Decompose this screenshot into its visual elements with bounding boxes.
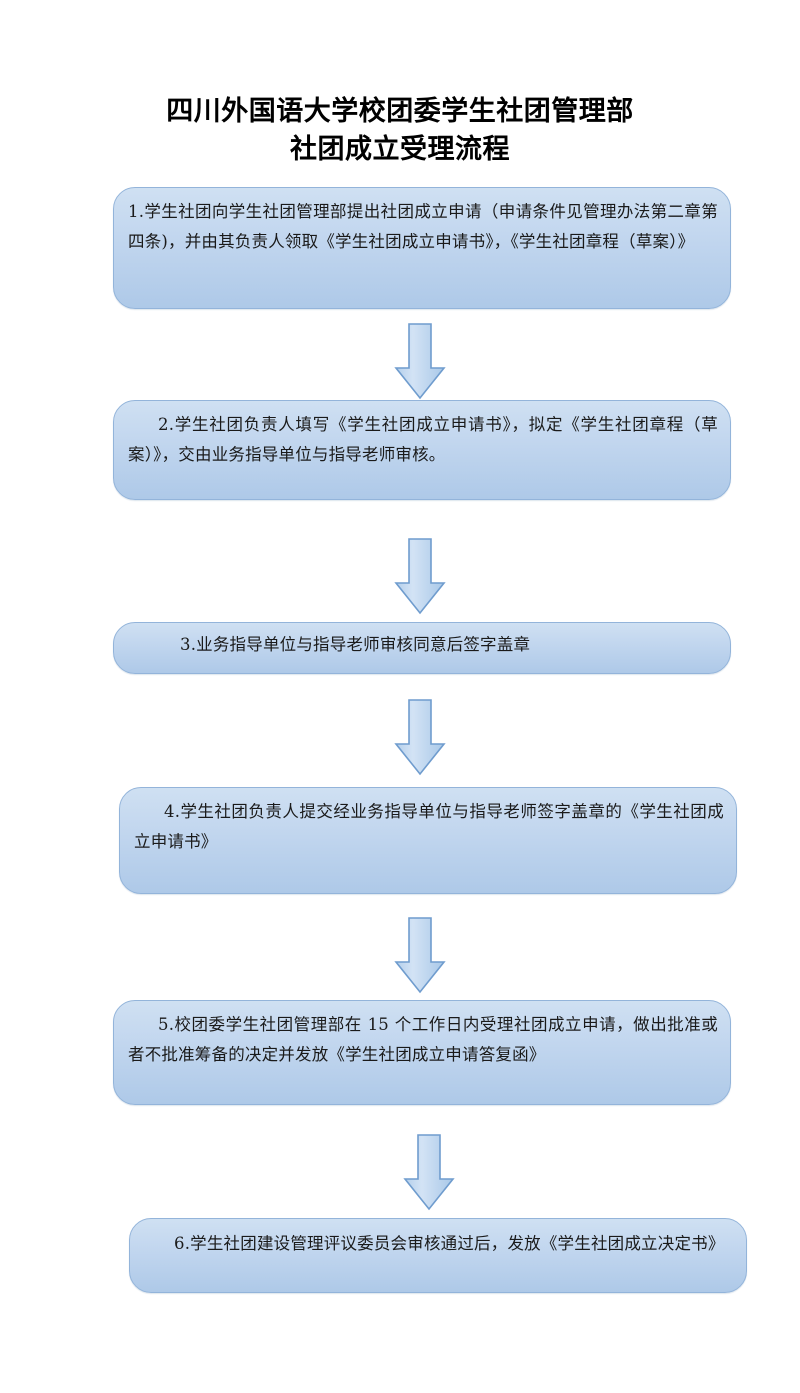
- page-title-line-1: 四川外国语大学校团委学生社团管理部: [166, 96, 634, 127]
- flow-step-2-text: 2.学生社团负责人填写《学生社团成立申请书》，拟定《学生社团章程（草案）》，交由…: [128, 415, 718, 464]
- flow-step-5-text: 5.校团委学生社团管理部在 15 个工作日内受理社团成立申请，做出批准或者不批准…: [128, 1015, 718, 1064]
- down-arrow-icon-1: [394, 322, 446, 400]
- down-arrow-icon-4: [394, 916, 446, 994]
- flow-step-1: 1.学生社团向学生社团管理部提出社团成立申请（申请条件见管理办法第二章第四条)，…: [113, 187, 731, 309]
- flow-step-3: 3.业务指导单位与指导老师审核同意后签字盖章: [113, 622, 731, 674]
- down-arrow-icon-5: [403, 1133, 455, 1211]
- flow-step-4-text: 4.学生社团负责人提交经业务指导单位与指导老师签字盖章的《学生社团成立申请书》: [134, 802, 724, 851]
- flow-step-4: 4.学生社团负责人提交经业务指导单位与指导老师签字盖章的《学生社团成立申请书》: [119, 787, 737, 894]
- down-arrow-icon-2: [394, 537, 446, 615]
- page-title-line-2: 社团成立受理流程: [290, 134, 510, 165]
- page-title: 四川外国语大学校团委学生社团管理部 社团成立受理流程: [0, 93, 800, 169]
- flow-step-6-text: 6.学生社团建设管理评议委员会审核通过后，发放《学生社团成立决定书》: [174, 1234, 725, 1253]
- flow-step-3-text: 3.业务指导单位与指导老师审核同意后签字盖章: [180, 635, 531, 654]
- flow-step-6: 6.学生社团建设管理评议委员会审核通过后，发放《学生社团成立决定书》: [129, 1218, 747, 1293]
- flow-step-5: 5.校团委学生社团管理部在 15 个工作日内受理社团成立申请，做出批准或者不批准…: [113, 1000, 731, 1105]
- flow-step-2: 2.学生社团负责人填写《学生社团成立申请书》，拟定《学生社团章程（草案）》，交由…: [113, 400, 731, 500]
- flow-step-1-text: 1.学生社团向学生社团管理部提出社团成立申请（申请条件见管理办法第二章第四条)，…: [128, 202, 718, 251]
- down-arrow-icon-3: [394, 698, 446, 776]
